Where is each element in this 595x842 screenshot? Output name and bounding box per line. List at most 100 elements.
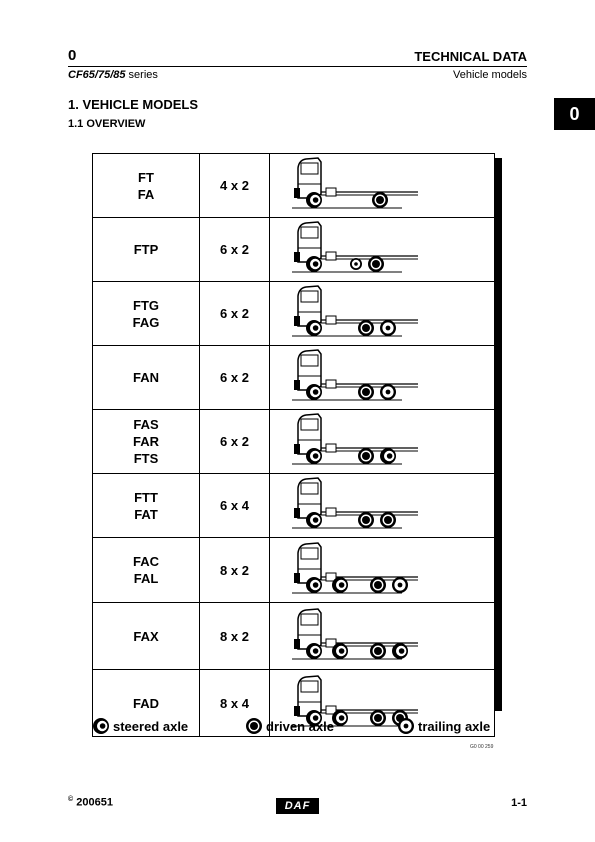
truck-icon: [292, 285, 418, 337]
model-name: FAD: [133, 695, 159, 711]
trailing-axle-icon: [350, 258, 362, 270]
model-name: FTS: [133, 451, 159, 466]
steered-axle-icon: [380, 448, 396, 464]
truck-illustration: [269, 409, 495, 474]
legend-driven-label: driven axle: [266, 718, 334, 734]
steered-axle-icon: [306, 256, 322, 272]
drive-config: 6 x 2: [199, 281, 270, 346]
driven-axle-icon: [370, 709, 386, 726]
truck-drawing: [292, 607, 418, 659]
model-names: FAN: [92, 345, 200, 410]
section-heading: 1. VEHICLE MODELS: [68, 97, 199, 112]
series-suffix: series: [125, 69, 158, 81]
header-subtitle: Vehicle models: [453, 69, 527, 81]
driven-axle-icon: [370, 642, 386, 659]
model-name: FAS: [133, 417, 159, 432]
truck-icon: [292, 674, 418, 726]
model-name: FTT: [134, 489, 158, 505]
footer-code: © 200651: [68, 796, 113, 809]
steered-axle-icon: [306, 576, 322, 593]
series-label: CF65/75/85 series: [68, 69, 158, 81]
steered-axle-icon: [306, 384, 322, 400]
truck-icon: [292, 221, 418, 273]
steered-axle-icon: [306, 512, 322, 528]
truck-drawing: [292, 221, 418, 273]
trailing-axle-icon: [392, 576, 408, 593]
truck-drawing: [292, 541, 418, 593]
truck-illustration: [269, 537, 495, 603]
driven-axle-icon: [358, 320, 374, 336]
model-name: FTP: [133, 242, 159, 257]
steered-axle-icon: [306, 320, 322, 336]
truck-illustration: [269, 281, 495, 346]
truck-icon: [292, 157, 418, 209]
steered-axle-icon: [306, 642, 322, 659]
model-names: FAX: [92, 602, 200, 670]
truck-illustration: [269, 602, 495, 670]
driven-axle-icon: [358, 384, 374, 400]
steered-axle-icon: [93, 718, 109, 734]
steered-axle-icon: [392, 642, 408, 659]
footer-code-text: 200651: [76, 796, 113, 809]
chapter-number: 0: [68, 47, 77, 64]
driven-axle-icon: [380, 512, 396, 528]
model-row: FAN 6 x 2: [92, 345, 495, 410]
truck-illustration: [269, 473, 495, 538]
drive-config: 4 x 2: [199, 153, 270, 218]
truck-icon: [292, 349, 418, 401]
series-models: CF65/75/85: [68, 69, 126, 81]
truck-icon: [292, 541, 418, 593]
driven-axle-icon: [368, 256, 384, 272]
truck-icon: [292, 413, 418, 465]
truck-illustration: [269, 153, 495, 218]
driven-axle-icon: [372, 192, 388, 208]
legend-driven: driven axle: [245, 717, 334, 735]
copyright-mark: ©: [68, 796, 74, 803]
drive-config: 8 x 2: [199, 602, 270, 670]
truck-illustration: [269, 345, 495, 410]
trailing-axle-icon: [380, 384, 396, 400]
daf-logo: DAF: [276, 798, 319, 814]
model-name: FTG: [133, 297, 159, 313]
subsection-heading: 1.1 OVERVIEW: [68, 118, 146, 130]
drive-config: 6 x 2: [199, 345, 270, 410]
steered-axle-icon: [332, 709, 348, 726]
truck-illustration: [269, 669, 495, 737]
model-name: FT: [138, 169, 154, 185]
steered-axle-icon: [306, 448, 322, 464]
legend-steered-label: steered axle: [113, 718, 189, 734]
legend-steered: steered axle: [92, 717, 188, 735]
model-name: FA: [137, 186, 155, 202]
header-title: TECHNICAL DATA: [414, 49, 527, 64]
truck-drawing: [292, 349, 418, 401]
axle-legend: steered axle driven axle trailing axle: [92, 717, 504, 739]
truck-drawing: [292, 674, 418, 726]
model-names: FTP: [92, 217, 200, 282]
legend-trailing-label: trailing axle: [418, 718, 491, 734]
model-name: FAG: [132, 314, 160, 330]
figure-code: G0 00 259: [470, 744, 494, 750]
drive-config: 8 x 2: [199, 537, 270, 603]
model-name: FAX: [133, 628, 159, 644]
model-name: FAC: [133, 554, 159, 569]
header-rule: [68, 66, 527, 67]
page-number: 1-1: [511, 797, 527, 809]
driven-axle-icon: [246, 718, 262, 734]
driven-axle-icon: [358, 448, 374, 464]
truck-drawing: [292, 285, 418, 337]
model-name: FAN: [133, 370, 159, 385]
steered-axle-icon: [332, 642, 348, 659]
truck-drawing: [292, 413, 418, 465]
chapter-tab: 0: [554, 98, 595, 130]
trailing-axle-icon: [398, 718, 414, 734]
